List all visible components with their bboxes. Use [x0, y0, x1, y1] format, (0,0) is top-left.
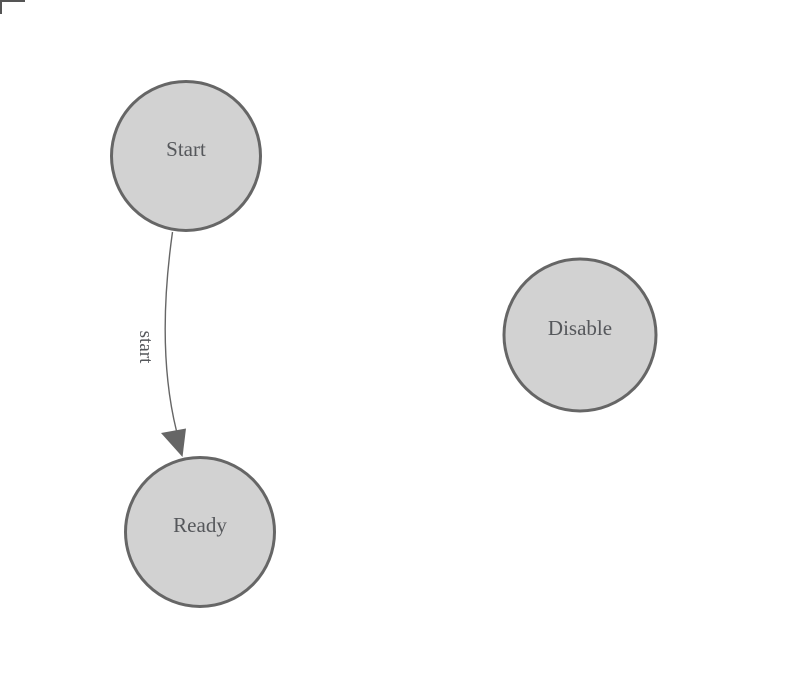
corner-mark — [0, 0, 25, 14]
node-ready-circle[interactable] — [124, 456, 276, 608]
edge-label[interactable]: start — [135, 331, 156, 364]
edge-start-to-ready[interactable]: start — [135, 231, 186, 457]
edge-path[interactable] — [164, 231, 178, 432]
node-start[interactable]: Start — [110, 80, 262, 232]
arrowhead-icon — [161, 428, 186, 457]
node-disable-circle[interactable] — [502, 257, 658, 413]
node-start-circle[interactable] — [110, 80, 262, 232]
node-ready[interactable]: Ready — [124, 456, 276, 608]
node-disable[interactable]: Disable — [502, 257, 658, 413]
